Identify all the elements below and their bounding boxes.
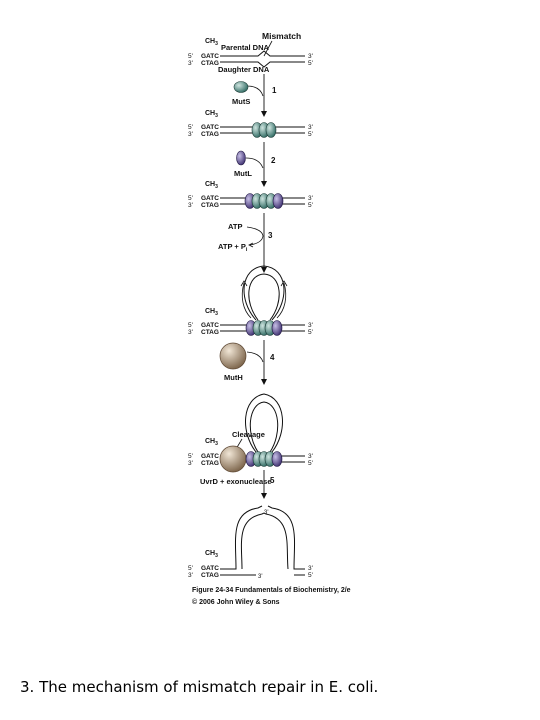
stage-2: CH3 5' 3' GATC CTAG 3' 5' <box>188 110 313 138</box>
daughter-dna-label: Daughter DNA <box>218 65 270 74</box>
arrow-head <box>261 181 267 187</box>
step-5: UvrD + exonuclease 5 <box>200 470 275 499</box>
step-number: 2 <box>271 156 276 165</box>
ctag-label: CTAG <box>201 460 219 467</box>
mutl-label: MutL <box>234 169 252 178</box>
step-1: MutS 1 <box>232 74 277 117</box>
muts-protein <box>233 81 249 93</box>
three-prime-label: 3' <box>188 202 193 209</box>
five-prime-label: 5' <box>188 565 193 572</box>
stage-6: 3' 3' CH3 5' 3' GATC CTAG 3' 5' <box>188 505 313 580</box>
three-prime-label: 3' <box>308 565 313 572</box>
three-prime-label: 3' <box>308 322 313 329</box>
step-4: MutH 4 <box>219 340 275 385</box>
three-prime-label: 3' <box>308 195 313 202</box>
step-2: MutL 2 <box>234 142 276 187</box>
stage-4: CH3 5' 3' GATC CTAG 3' 5' <box>188 265 313 336</box>
mutl-protein <box>271 320 283 336</box>
mutl-protein <box>236 150 246 166</box>
three-prime-label: 3' <box>308 53 313 60</box>
step-3: ATP ATP + Pi 3 <box>218 213 273 273</box>
three-prime-label: 3' <box>188 131 193 138</box>
gatc-label: GATC <box>201 565 219 572</box>
copyright-notice: © 2006 John Wiley & Sons <box>192 598 280 606</box>
mismatch-label: Mismatch <box>262 31 301 41</box>
muth-protein <box>219 445 247 473</box>
mismatch-repair-diagram: Mismatch CH3 Parental DNA 5' 3' GATC CTA… <box>188 31 351 606</box>
uvrd-exonuclease-label: UvrD + exonuclease <box>200 477 272 486</box>
mutl-protein <box>271 451 283 467</box>
arrow-head <box>261 379 267 385</box>
dna-loop <box>245 393 283 453</box>
muth-label: MutH <box>224 373 243 382</box>
three-prime-label: 3' <box>258 574 262 580</box>
gatc-label: GATC <box>201 453 219 460</box>
gatc-label: GATC <box>201 53 219 60</box>
step-number: 1 <box>272 86 277 95</box>
five-prime-label: 5' <box>308 131 313 138</box>
ch3-label: CH3 <box>205 438 218 447</box>
three-prime-label: 3' <box>308 453 313 460</box>
arrow-head <box>261 493 267 499</box>
ch3-label: CH3 <box>205 38 218 47</box>
three-prime-label: 3' <box>264 510 268 516</box>
parental-dna-label: Parental DNA <box>221 43 270 52</box>
ch3-label: CH3 <box>205 181 218 190</box>
atp-pi-label: ATP + Pi <box>218 242 248 253</box>
ch3-label: CH3 <box>205 308 218 317</box>
five-prime-label: 5' <box>308 60 313 67</box>
three-prime-label: 3' <box>308 124 313 131</box>
muth-protein <box>219 342 247 370</box>
three-prime-label: 3' <box>188 460 193 467</box>
atp-label: ATP <box>228 222 242 231</box>
ctag-label: CTAG <box>201 131 219 138</box>
step-number: 4 <box>270 353 275 362</box>
mutl-protein <box>272 193 284 209</box>
ch3-label: CH3 <box>205 110 218 119</box>
dna-loop <box>243 265 285 321</box>
five-prime-label: 5' <box>188 195 193 202</box>
ctag-label: CTAG <box>201 329 219 336</box>
three-prime-label: 3' <box>188 60 193 67</box>
five-prime-label: 5' <box>188 53 193 60</box>
ctag-label: CTAG <box>201 202 219 209</box>
figure-credit: Figure 24-34 Fundamentals of Biochemistr… <box>192 587 351 594</box>
gatc-label: GATC <box>201 124 219 131</box>
step-number: 3 <box>268 231 273 240</box>
ctag-label: CTAG <box>201 572 219 579</box>
stage-3: CH3 5' 3' GATC CTAG 3' 5' <box>188 181 313 209</box>
five-prime-label: 5' <box>308 202 313 209</box>
five-prime-label: 5' <box>188 124 193 131</box>
five-prime-label: 5' <box>308 460 313 467</box>
ctag-label: CTAG <box>201 60 219 67</box>
gatc-label: GATC <box>201 322 219 329</box>
ch3-label: CH3 <box>205 550 218 559</box>
five-prime-label: 5' <box>188 322 193 329</box>
arrow-head <box>261 111 267 117</box>
three-prime-label: 3' <box>188 329 193 336</box>
five-prime-label: 5' <box>308 572 313 579</box>
cleavage-label: Cleavage <box>232 430 265 439</box>
three-prime-label: 3' <box>188 572 193 579</box>
caption: 3. The mechanism of mismatch repair in E… <box>20 678 379 696</box>
dna-strand-top <box>220 505 263 570</box>
arrow-head <box>261 267 267 273</box>
gatc-label: GATC <box>201 195 219 202</box>
stage-5: Cleavage CH3 5' 3' GATC CTAG 3' 5' <box>188 393 313 473</box>
dna-duplex <box>220 50 305 68</box>
step-number: 5 <box>270 476 275 485</box>
stage-1: Mismatch CH3 Parental DNA 5' 3' GATC CTA… <box>188 31 313 74</box>
muts-protein <box>265 122 277 138</box>
five-prime-label: 5' <box>308 329 313 336</box>
five-prime-label: 5' <box>188 453 193 460</box>
muts-label: MutS <box>232 97 250 106</box>
atp-hydrolysis-arrow <box>246 226 264 246</box>
